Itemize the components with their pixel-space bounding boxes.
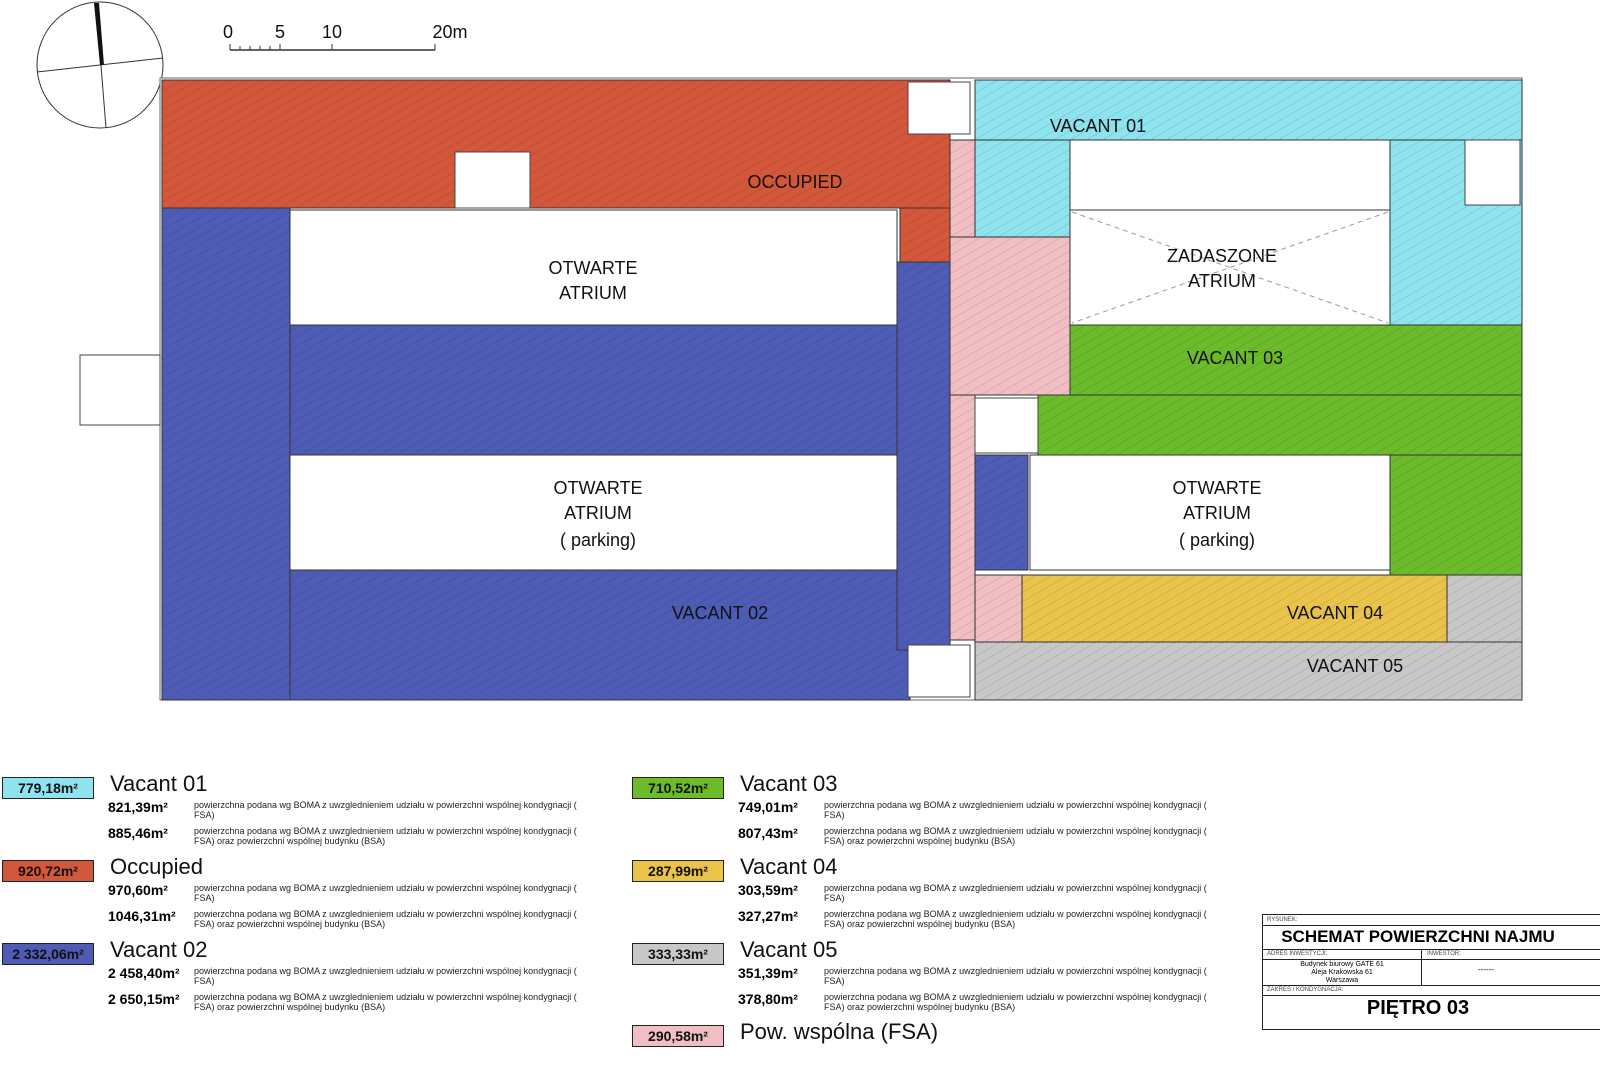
investor: ------ [1478, 965, 1494, 974]
scale-tick: 20m [432, 22, 467, 42]
drawing-title: SCHEMAT POWIERZCHNI NAJMU [1281, 927, 1555, 946]
zone-occupied [899, 207, 951, 263]
bsa-area: 1046,31m² [108, 908, 176, 924]
bsa-desc: powierzchna podana wg BOMA z uwzglednien… [824, 826, 1207, 846]
legend-name: Vacant 05 [740, 937, 838, 962]
legend-name: Vacant 03 [740, 771, 838, 796]
zone-vacant01 [974, 79, 1523, 141]
legend-name: Vacant 04 [740, 854, 838, 879]
zone-vacant02 [289, 569, 911, 701]
bsa-desc: powierzchna podana wg BOMA z uwzglednien… [194, 826, 577, 846]
zone-vacant04 [1021, 574, 1448, 643]
label: ZAKRES / KONDYGNACJA: [1267, 987, 1344, 993]
atrium-label: ATRIUM [1188, 271, 1256, 291]
zone-vacant02 [289, 324, 951, 456]
legend-name: Vacant 02 [110, 937, 208, 962]
atrium [1029, 454, 1391, 571]
bsa-area: 2 650,15m² [108, 991, 180, 1007]
title-block: RYSUNEK: SCHEMAT POWIERZCHNI NAJMU ADRES… [1262, 914, 1600, 1030]
zone-vacant03 [1389, 454, 1523, 576]
bsa-area: 807,43m² [738, 825, 798, 841]
zone-vacant02 [161, 207, 291, 701]
zone-vacant01 [974, 139, 1071, 238]
atrium-label: ATRIUM [559, 283, 627, 303]
zone-vacant05 [1446, 574, 1523, 643]
zone-occupied [161, 79, 951, 209]
fsa-desc: powierzchna podana wg BOMA z uwzglednien… [824, 966, 1207, 986]
fsa-desc: powierzchna podana wg BOMA z uwzglednien… [824, 883, 1207, 903]
bsa-desc: powierzchna podana wg BOMA z uwzglednien… [194, 909, 577, 929]
atrium [1069, 209, 1391, 326]
atrium [289, 209, 898, 326]
legend-name: Pow. wspólna (FSA) [740, 1019, 939, 1044]
zone-vacant05 [974, 641, 1523, 701]
zone-label-vacant-05: VACANT 05 [1307, 656, 1403, 676]
legend-swatch: 710,52m² [632, 777, 724, 799]
stairs [79, 81, 1521, 698]
legend-swatch: 920,72m² [2, 860, 94, 882]
atrium-label: ATRIUM [1183, 503, 1251, 523]
zone-label-occupied: OCCUPIED [747, 172, 842, 192]
fsa-desc: powierzchna podana wg BOMA z uwzglednien… [194, 800, 577, 820]
floor-plan: 0 5 10 20m VACANT 01 OCCUPIED VACANT 02 … [36, 1, 1523, 701]
zone-vacant02 [974, 454, 1029, 571]
scale-tick: 10 [322, 22, 342, 42]
atrium-covered-lines [1071, 211, 1389, 324]
bsa-desc: powierzchna podana wg BOMA z uwzglednien… [824, 909, 1207, 929]
fsa-area: 351,39m² [738, 965, 798, 981]
bsa-desc: powierzchna podana wg BOMA z uwzglednien… [824, 992, 1207, 1012]
bsa-area: 885,46m² [108, 825, 168, 841]
zone-label-vacant-01: VACANT 01 [1050, 116, 1146, 136]
legend-swatch: 290,58m² [632, 1025, 724, 1047]
legend-swatch: 2 332,06m² [2, 943, 94, 965]
atrium-label: OTWARTE [554, 478, 643, 498]
bsa-area: 327,27m² [738, 908, 798, 924]
fsa-area: 970,60m² [108, 882, 168, 898]
label: INWESTOR: [1427, 951, 1461, 957]
fsa-desc: powierzchna podana wg BOMA z uwzglednien… [824, 800, 1207, 820]
atrium-label: ( parking) [560, 530, 636, 550]
atrium [289, 454, 898, 571]
zone-vacant03 [1069, 324, 1523, 396]
north-arrow [36, 1, 164, 129]
floor-label: PIĘTRO 03 [1366, 997, 1470, 1019]
scale-bar: 0 5 10 20m [223, 22, 468, 51]
atrium-label: ATRIUM [564, 503, 632, 523]
zone-vacant02 [896, 261, 951, 651]
atrium-label: ( parking) [1179, 530, 1255, 550]
fsa-area: 749,01m² [738, 799, 798, 815]
zone-label-vacant-02: VACANT 02 [672, 603, 768, 623]
atrium-label: OTWARTE [549, 258, 638, 278]
zone-label-vacant-03: VACANT 03 [1187, 348, 1283, 368]
atrium-label: OTWARTE [1173, 478, 1262, 498]
fsa-area: 821,39m² [108, 799, 168, 815]
zone-common [949, 236, 1071, 396]
zone-vacant03 [1037, 394, 1523, 456]
fsa-area: 303,59m² [738, 882, 798, 898]
legend-swatch: 287,99m² [632, 860, 724, 882]
legend-swatch: 779,18m² [2, 777, 94, 799]
scale-tick: 5 [275, 22, 285, 42]
scale-tick: 0 [223, 22, 233, 42]
fsa-desc: powierzchna podana wg BOMA z uwzglednien… [194, 883, 577, 903]
fsa-area: 2 458,40m² [108, 965, 180, 981]
label: RYSUNEK: [1267, 917, 1298, 923]
atrium-label: ZADASZONE [1167, 246, 1277, 266]
fsa-desc: powierzchna podana wg BOMA z uwzglednien… [194, 966, 577, 986]
legend-name: Vacant 01 [110, 771, 208, 796]
bsa-desc: powierzchna podana wg BOMA z uwzglednien… [194, 992, 577, 1012]
bsa-area: 378,80m² [738, 991, 798, 1007]
zone-label-vacant-04: VACANT 04 [1287, 603, 1383, 623]
legend-swatch: 333,33m² [632, 943, 724, 965]
label: ADRES INWESTYCJI: [1267, 951, 1328, 957]
legend-name: Occupied [110, 854, 203, 879]
